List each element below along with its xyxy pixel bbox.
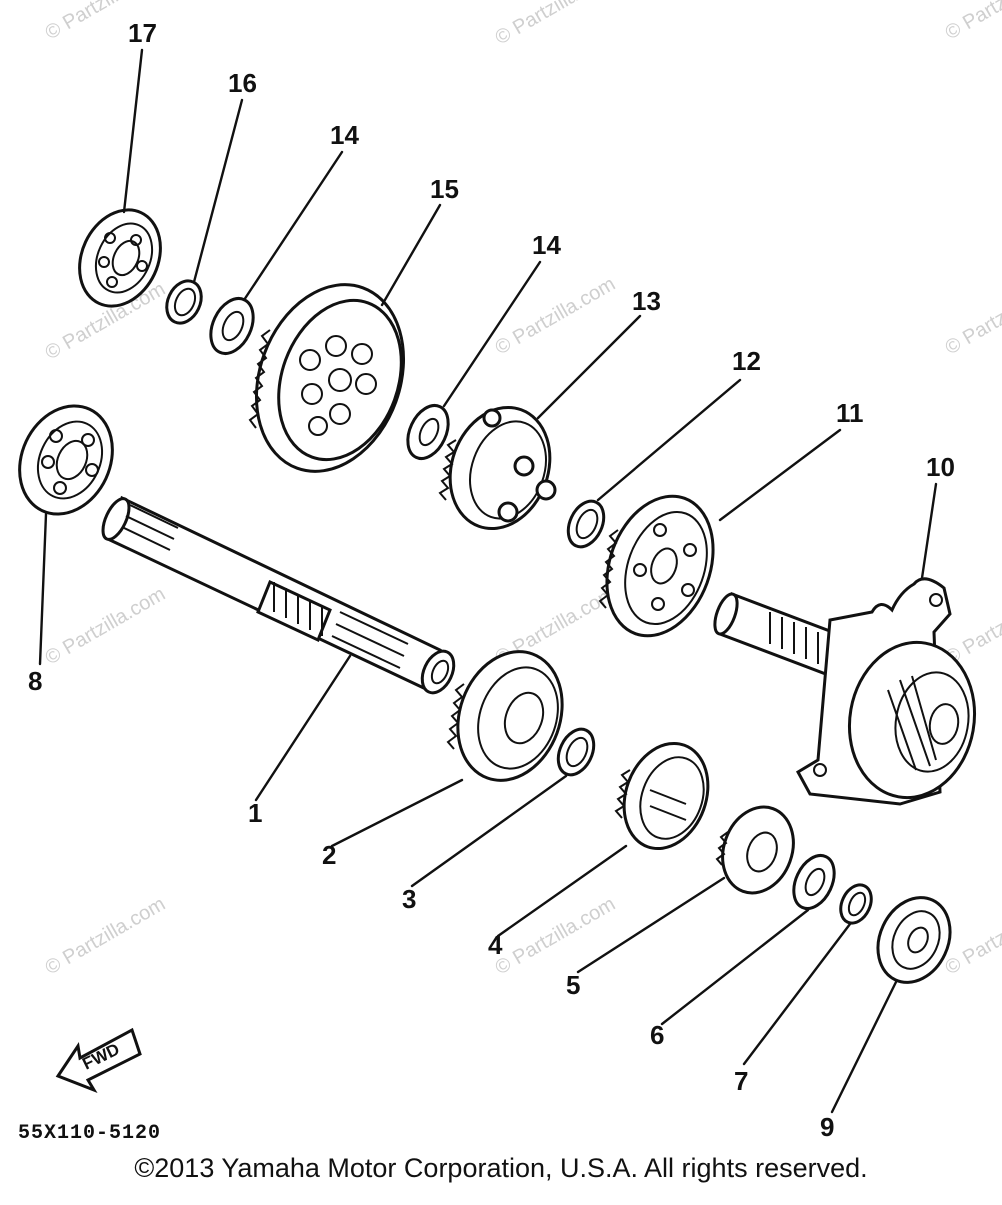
- callout-17: 17: [128, 18, 157, 48]
- callout-11: 11: [836, 398, 864, 428]
- callout-13: 13: [632, 286, 661, 316]
- callout-labels: 17 16 14 15 14 13 12 11 10 8 1 2 3 4 5 6…: [28, 18, 955, 1142]
- callout-14: 14: [532, 230, 561, 260]
- callout-3: 3: [402, 884, 416, 914]
- callout-5: 5: [566, 970, 580, 1000]
- watermark: © Partzilla.com: [42, 893, 170, 979]
- callout-9: 9: [820, 1112, 834, 1142]
- watermark: © Partzilla.com: [42, 583, 170, 669]
- watermark: © Partzilla.com: [492, 893, 620, 979]
- part-11-gear[interactable]: [588, 481, 731, 651]
- watermark: © Partzilla.com: [492, 0, 620, 49]
- part-16-circlip[interactable]: [160, 275, 208, 328]
- copyright-notice: ©2013 Yamaha Motor Corporation, U.S.A. A…: [0, 1153, 1002, 1184]
- part-5-gear[interactable]: [711, 797, 805, 903]
- part-14-washer[interactable]: [203, 292, 262, 361]
- watermark: © Partzilla.com: [492, 273, 620, 359]
- callout-12: 12: [732, 346, 761, 376]
- part-7-circlip[interactable]: [835, 880, 877, 928]
- callout-4: 4: [488, 930, 503, 960]
- watermark: © Partzilla.com: [942, 273, 1002, 359]
- part-10-drive-axle[interactable]: [710, 579, 986, 808]
- part-15-gear[interactable]: [231, 264, 428, 492]
- callout-16: 16: [228, 68, 257, 98]
- callout-14: 14: [330, 120, 359, 150]
- part-9-bearing[interactable]: [865, 886, 964, 994]
- part-13-gear[interactable]: [434, 393, 567, 542]
- part-6-washer[interactable]: [786, 849, 842, 915]
- diagram-code: 55X110-5120: [18, 1122, 161, 1145]
- callout-6: 6: [650, 1020, 664, 1050]
- callout-7: 7: [734, 1066, 748, 1096]
- callout-1: 1: [248, 798, 262, 828]
- callout-2: 2: [322, 840, 336, 870]
- part-2-gear[interactable]: [440, 637, 579, 795]
- callout-8: 8: [28, 666, 42, 696]
- callout-10: 10: [926, 452, 955, 482]
- part-4-gear[interactable]: [610, 732, 722, 861]
- part-12-circlip[interactable]: [561, 495, 610, 552]
- callout-15: 15: [430, 174, 459, 204]
- watermark: © Partzilla.com: [942, 0, 1002, 44]
- forward-direction-arrow-icon: FWD: [58, 1030, 140, 1090]
